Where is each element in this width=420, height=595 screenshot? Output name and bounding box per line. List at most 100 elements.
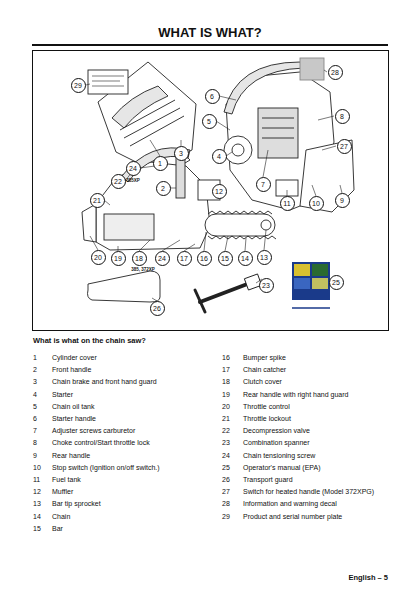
part-list-text: Bar <box>52 525 63 532</box>
manual-picture <box>312 264 328 276</box>
callout-number: 3 <box>174 146 189 161</box>
part-list-text: Rear handle <box>52 452 90 459</box>
callout-text: 16 <box>200 255 208 262</box>
callout-number: 11 <box>280 196 295 211</box>
callout-text: 6 <box>210 93 214 100</box>
callout-number: 16 <box>197 251 212 266</box>
page-title: WHAT IS WHAT? <box>32 26 388 39</box>
callout-number: 12 <box>212 184 227 199</box>
serial-plate <box>88 70 128 94</box>
part-list-text: 23 <box>222 439 230 446</box>
callout-number: 24 <box>155 251 170 266</box>
callout-number: 23 <box>259 278 274 293</box>
part-list-text: Chain catcher <box>243 366 286 373</box>
callout-number: 4 <box>212 149 227 164</box>
part-list-text: Starter <box>52 391 73 398</box>
leader-line <box>150 140 160 156</box>
model-label: 385, 372XP <box>131 268 155 273</box>
callout-number: 29 <box>71 78 86 93</box>
part-list-text: Switch for heated handle (Model 372XPG) <box>243 488 374 495</box>
part-list-text: Operator's manual (EPA) <box>243 464 320 471</box>
manual-picture <box>294 264 310 276</box>
leader-line <box>170 188 176 189</box>
spanner-tip <box>195 290 205 312</box>
callout-text: 24 <box>129 165 137 172</box>
page-footer: English – 5 <box>348 574 388 582</box>
leader-line <box>324 70 327 72</box>
leader-line <box>204 232 206 251</box>
part-list-text: Front handle <box>52 366 91 373</box>
callout-number: 15 <box>218 251 233 266</box>
part-list-text: 5 <box>33 403 37 410</box>
front-handle <box>224 62 304 114</box>
part-list-text: Starter handle <box>52 415 96 422</box>
callout-text: 24 <box>158 255 166 262</box>
plate-line <box>92 76 124 77</box>
part-list-text: 8 <box>33 439 37 446</box>
part-list-text: Decompression valve <box>243 427 310 434</box>
part-list-text: Chain oil tank <box>52 403 94 410</box>
callout-text: 4 <box>217 153 221 160</box>
callout-number: 2 <box>156 181 171 196</box>
part-list-text: 28 <box>222 500 230 507</box>
leader-line <box>263 150 268 177</box>
rib <box>130 116 184 146</box>
part-list-text: Product and serial number plate <box>243 513 342 520</box>
callout-text: 21 <box>93 197 101 204</box>
leader-line <box>139 240 150 251</box>
leader-line <box>312 185 316 196</box>
part-list-text: Clutch cover <box>243 378 282 385</box>
part-list-text: Bumper spike <box>243 354 286 361</box>
manual-rule <box>292 307 330 309</box>
illustration-frame <box>33 51 389 331</box>
warning-decal <box>300 58 324 80</box>
callout-number: 22 <box>111 174 126 189</box>
leader-line <box>322 146 336 150</box>
callout-number: 1 <box>153 156 168 171</box>
callout-number: 28 <box>328 65 343 80</box>
callout-text: 15 <box>221 255 229 262</box>
callout-text: 23 <box>262 282 270 289</box>
model-label: 385XP <box>126 179 140 184</box>
callout-text: 2 <box>161 185 165 192</box>
callout-text: 3 <box>179 150 183 157</box>
callout-number: 17 <box>177 251 192 266</box>
leader-line <box>340 185 342 193</box>
part-list-text: 25 <box>222 464 230 471</box>
saw-body <box>96 162 210 250</box>
callout-number: 24 <box>126 161 141 176</box>
part-list-text: Throttle control <box>243 403 290 410</box>
title-rule <box>32 44 388 46</box>
part-list-text: Throttle lockout <box>243 415 291 422</box>
part-list-text: Chain <box>52 513 70 520</box>
callout-number: 7 <box>256 177 271 192</box>
callout-number: 14 <box>238 251 253 266</box>
part-list-text: 18 <box>222 378 230 385</box>
callout-number: 26 <box>150 301 165 316</box>
part-list-text: Bar tip sprocket <box>52 500 101 507</box>
starter-hub <box>232 144 244 156</box>
plate-line <box>92 81 120 82</box>
leader-line <box>104 200 110 205</box>
part-list-text: 20 <box>222 403 230 410</box>
leader-line <box>162 240 180 251</box>
callout-number: 6 <box>205 89 220 104</box>
part-list-text: 6 <box>33 415 37 422</box>
leader-line <box>86 84 90 85</box>
part-list-text: 3 <box>33 378 37 385</box>
leader-line <box>184 244 195 251</box>
section-heading: What is what on the chain saw? <box>33 337 146 345</box>
callout-text: 25 <box>332 279 340 286</box>
part-list-text: 19 <box>222 391 230 398</box>
rib <box>262 128 294 129</box>
part-list-text: 27 <box>222 488 230 495</box>
part-list-text: 13 <box>33 500 41 507</box>
callout-text: 28 <box>331 69 339 76</box>
callout-text: 17 <box>180 255 188 262</box>
callout-text: 18 <box>135 255 143 262</box>
leader-line <box>226 152 232 156</box>
callout-text: 11 <box>283 200 290 207</box>
part-list-text: 29 <box>222 513 230 520</box>
rear-view-saw <box>224 58 354 212</box>
leader-line <box>219 96 236 100</box>
